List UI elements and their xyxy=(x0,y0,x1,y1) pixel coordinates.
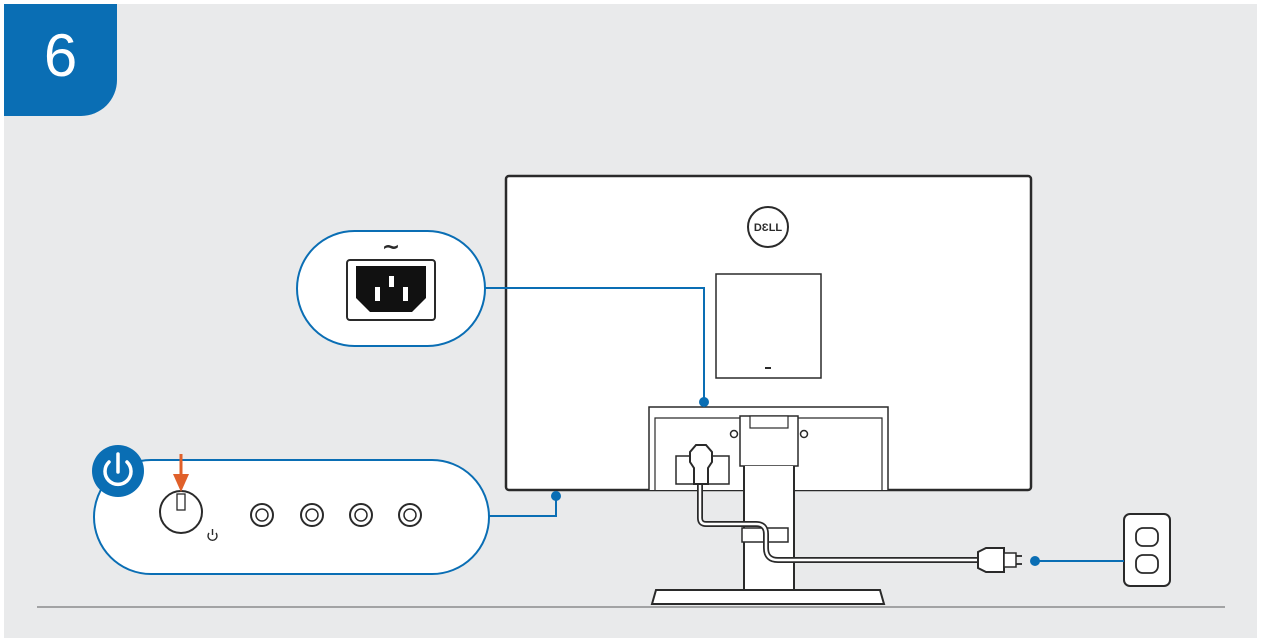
power-button-label-icon xyxy=(207,529,218,542)
power-symbol-icon xyxy=(92,445,144,497)
control-button-4[interactable] xyxy=(398,503,422,527)
stand-base xyxy=(650,589,886,605)
ac-symbol: ~ xyxy=(382,235,400,260)
dell-logo-text: DƐLL xyxy=(754,222,783,234)
ac-power-inlet-icon xyxy=(346,259,436,321)
step-number: 6 xyxy=(43,22,78,89)
button-panel-callout xyxy=(92,445,561,575)
press-arrow-icon xyxy=(173,454,189,492)
power-cable xyxy=(689,444,1022,573)
dell-logo: DƐLL xyxy=(747,206,789,248)
power-button[interactable] xyxy=(159,490,203,534)
control-button-3[interactable] xyxy=(349,503,373,527)
wall-plug xyxy=(977,547,1022,573)
step-badge: 6 xyxy=(4,4,117,116)
control-button-1[interactable] xyxy=(250,503,274,527)
cable-connector xyxy=(689,444,713,485)
control-button-2[interactable] xyxy=(300,503,324,527)
vesa-cover xyxy=(715,273,822,379)
power-port-callout: ~ xyxy=(296,230,709,407)
wall-outlet xyxy=(1123,513,1171,587)
